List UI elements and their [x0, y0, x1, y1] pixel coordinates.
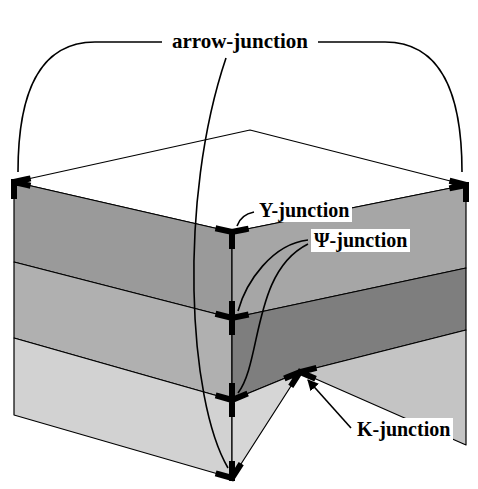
- junction-marker: [219, 386, 245, 414]
- leader-arrow: [308, 380, 351, 428]
- block-faces: [14, 130, 466, 478]
- junction-marker: [218, 229, 245, 246]
- notch-face: [300, 330, 466, 445]
- junction-marker: [219, 464, 240, 478]
- leader-line: [194, 58, 228, 468]
- junction-label: Ψ-junction: [311, 229, 410, 252]
- bracket-line: [18, 42, 162, 172]
- bracket-line: [318, 42, 462, 172]
- junction-markers: [14, 179, 466, 478]
- junction-label: K-junction: [354, 418, 453, 441]
- leader-lines: [18, 42, 462, 468]
- junction-label: Y-junction: [256, 199, 352, 222]
- junction-label: arrow-junction: [169, 29, 311, 53]
- junction-marker: [14, 179, 28, 196]
- leader-line: [237, 212, 254, 226]
- junction-marker: [452, 182, 466, 200]
- junction-marker: [218, 304, 245, 332]
- leader-line: [238, 244, 308, 393]
